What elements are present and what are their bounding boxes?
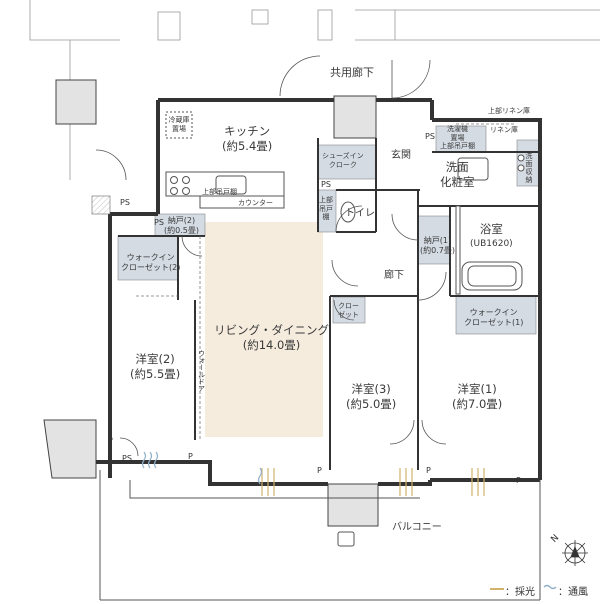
bath-name: 浴室: [479, 222, 503, 236]
western1-area: (約7.0畳): [452, 397, 503, 411]
ps-marker-3: PS: [154, 218, 164, 227]
shoes-in-closet-label: シューズイン クローク: [322, 152, 364, 169]
western3-area: (約5.0畳): [346, 397, 397, 411]
ws-line2: 収納: [525, 168, 533, 184]
upper-cabinet-entrance-label: 上部 吊戸 棚: [319, 196, 333, 222]
entrance-label: 玄関: [391, 150, 411, 161]
dashed-lines: [136, 123, 516, 440]
walk-in-closet2-label: ウォークイン クローゼット(2): [121, 253, 180, 272]
uc-line3: 棚: [322, 213, 330, 221]
interior-walls: [118, 138, 540, 470]
upper-cabinet-kitchen-label: 上部吊戸棚: [202, 188, 237, 196]
shoes-line2: クローク: [328, 160, 357, 169]
linen-upper-label: 上部リネン庫: [488, 107, 530, 115]
living-name: リビング・ダイニング: [214, 323, 329, 337]
kitchen-name: キッチン: [224, 124, 271, 138]
p-marker-2: P: [188, 452, 193, 461]
living-floor: [205, 222, 323, 437]
ps-marker-2: PS: [321, 180, 331, 189]
western2-label: 洋室(2) (約5.5畳): [130, 352, 180, 382]
closet-line2: ゼット: [338, 310, 359, 319]
western3-name: 洋室(3): [351, 382, 391, 396]
wic1-line1: ウォークイン: [469, 308, 518, 317]
washer-line1: 洗濯機: [447, 125, 468, 133]
washroom-label: 洗面 化粧室: [440, 160, 475, 190]
nando2-line1: 納戸(2): [167, 216, 196, 225]
kitchen-counter: [165, 111, 285, 209]
fridge-label: 冷蔵庫 置場: [166, 116, 192, 133]
bath-spec: (UB1620): [470, 239, 513, 249]
ps-hatching: [91, 195, 111, 215]
bath-label: 浴室 (UB1620): [470, 222, 513, 252]
nando1-label: 納戸(1) (約0.7畳): [420, 236, 455, 255]
balcony-label: バルコニー: [392, 522, 442, 533]
walk-in-closet1-label: ウォークイン クローゼット(1): [464, 308, 523, 327]
western3-label: 洋室(3) (約5.0畳): [346, 382, 396, 412]
washer-line2: 置場: [450, 133, 465, 142]
compass-icon: [562, 540, 588, 566]
ps-marker-4: PS: [425, 132, 435, 141]
living-label: リビング・ダイニング (約14.0畳): [214, 323, 329, 353]
p-marker-5: P: [516, 476, 521, 485]
p-marker-4: P: [426, 466, 431, 475]
p-marker-3: P: [317, 466, 322, 475]
wic2-line1: ウォークイン: [126, 253, 175, 262]
nando2-line2: (約0.5畳): [164, 225, 199, 235]
western2-name: 洋室(2): [135, 352, 175, 366]
bath-fixtures: [340, 154, 525, 295]
closet-label: クロー ゼット: [338, 302, 359, 319]
western2-area: (約5.5畳): [130, 367, 181, 381]
uc-line2: 吊戸: [319, 204, 333, 213]
wic1-line2: クローゼット(1): [464, 317, 524, 327]
light-arrows: [261, 468, 485, 496]
wall-door-label: ウォールドア: [197, 350, 206, 392]
walls: [96, 98, 542, 486]
nando1-line2: (約0.7畳): [420, 245, 455, 255]
uc-line1: 上部: [319, 196, 333, 204]
ws-line1: 洗面: [525, 152, 533, 168]
fridge-line2: 置場: [172, 124, 186, 133]
balcony-outline: [99, 470, 541, 601]
living-area: (約14.0畳): [242, 338, 301, 352]
doors: [95, 55, 447, 457]
legend-light: ：採光: [505, 587, 535, 598]
legend-wind: ：通風: [558, 587, 588, 598]
western1-label: 洋室(1) (約7.0畳): [452, 382, 502, 412]
hallway-label: 廊下: [384, 270, 404, 281]
kitchen-area: (約5.4畳): [222, 139, 273, 153]
western1-name: 洋室(1): [457, 382, 497, 396]
ps-marker-1: PS: [120, 198, 130, 207]
linen-label: リネン庫: [490, 126, 518, 134]
wind-arrows: [141, 451, 263, 485]
kitchen-label: キッチン (約5.4畳): [222, 124, 272, 154]
nando2-label: 納戸(2) (約0.5畳): [164, 216, 199, 235]
nando1-line1: 納戸(1): [423, 236, 452, 245]
toilet-label: トイレ: [345, 208, 375, 219]
counter-label: カウンター: [238, 199, 273, 207]
fridge-line1: 冷蔵庫: [168, 116, 190, 124]
washer-line3: 上部吊戸棚: [440, 142, 475, 150]
columns: [43, 79, 379, 527]
ps-marker-5: PS: [122, 454, 132, 463]
legend-marks: [490, 584, 557, 590]
closet-line1: クロー: [338, 302, 359, 310]
washer-label: 洗濯機 置場 上部吊戸棚: [440, 125, 475, 151]
common-corridor-label: 共用廊下: [330, 66, 374, 79]
washroom-name2: 化粧室: [440, 175, 475, 189]
wic2-line2: クローゼット(2): [121, 262, 181, 272]
washroom-storage-label: 洗面 収納: [524, 152, 534, 184]
washroom-name: 洗面: [445, 160, 469, 174]
p-marker-1: P: [108, 436, 113, 445]
shoes-line1: シューズイン: [322, 152, 364, 160]
